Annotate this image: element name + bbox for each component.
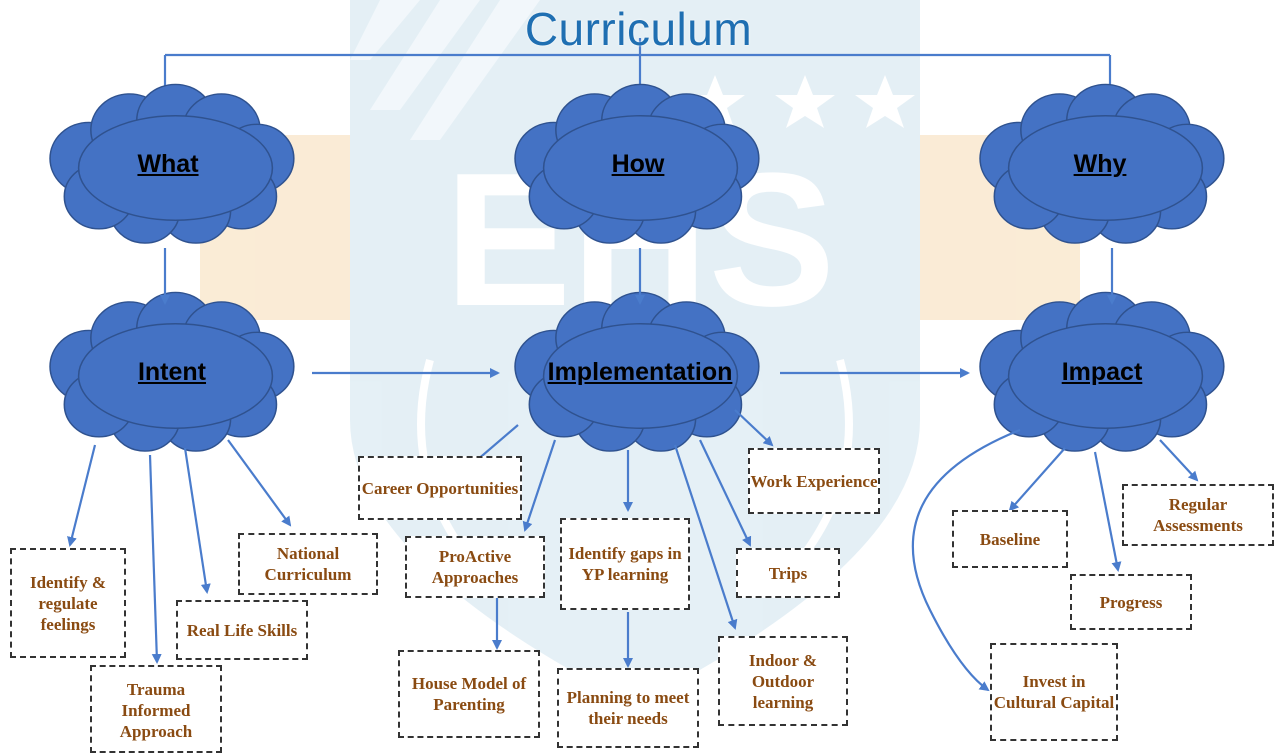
arrow-impl-proactive [522,439,557,532]
box-progress: Progress [1070,574,1192,630]
box-proactive-approaches: ProActive Approaches [405,536,545,598]
box-real-life-skills: Real Life Skills [176,600,308,660]
arrow-impl-work [734,409,774,447]
arrow-intent-reallife [183,447,211,594]
box-career-opportunities: Career Opportunities [358,456,522,520]
arrow-impl-trips [699,439,752,547]
arrow-impact-progress [1093,451,1122,572]
box-planning-needs: Planning to meet their needs [557,668,699,748]
cloud-label-implementation: Implementation [547,358,733,386]
cloud-label-how: How [611,150,665,178]
box-house-model: House Model of Parenting [398,650,540,738]
cloud-label-intent: Intent [137,358,207,386]
arrow-intent-trauma [148,454,162,664]
arrow-intent-national [227,439,292,527]
arrow-impact-baseline [1008,447,1066,512]
arrow-impl-indoor [673,444,738,630]
box-identify-gaps: Identify gaps in YP learning [560,518,690,610]
box-trauma-informed: Trauma Informed Approach [90,665,222,753]
box-trips: Trips [736,548,840,598]
box-invest-cultural: Invest in Cultural Capital [990,643,1118,741]
box-baseline: Baseline [952,510,1068,568]
box-indoor-outdoor: Indoor & Outdoor learning [718,636,848,726]
box-national-curriculum: National Curriculum [238,533,378,595]
cloud-label-what: What [137,150,199,178]
box-identify-regulate: Identify & regulate feelings [10,548,126,658]
arrow-impact-invest [911,428,1021,692]
arrow-intent-identify [67,444,97,547]
box-regular-assessments: Regular Assessments [1122,484,1274,546]
cloud-label-impact: Impact [1061,358,1143,386]
box-work-experience: Work Experience [748,448,880,514]
page-title: Curriculum [524,3,753,55]
arrow-impact-regular [1159,439,1199,482]
cloud-label-why: Why [1073,150,1127,178]
